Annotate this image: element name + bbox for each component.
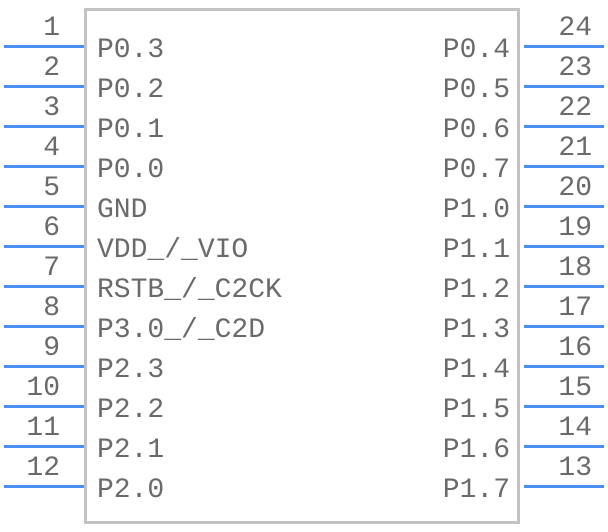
pin-label: P0.2: [97, 75, 165, 106]
pin-line-left-11: [4, 445, 84, 448]
pin-line-right-18: [524, 285, 604, 288]
pin-number: 10: [26, 373, 60, 404]
pin-number: 22: [558, 93, 592, 124]
pin-number: 7: [43, 253, 60, 284]
pin-line-left-6: [4, 245, 84, 248]
pin-label: P1.0: [442, 195, 510, 226]
pin-number: 17: [558, 293, 592, 324]
pin-label: P2.3: [97, 355, 165, 386]
pin-number: 6: [43, 213, 60, 244]
pin-line-right-14: [524, 445, 604, 448]
pin-label: P1.5: [442, 395, 510, 426]
pin-line-left-5: [4, 205, 84, 208]
pin-line-right-24: [524, 45, 604, 48]
pin-label: P1.3: [442, 315, 510, 346]
pin-label: P0.4: [442, 35, 510, 66]
pin-label: P0.0: [97, 155, 165, 186]
pin-label: GND: [97, 195, 148, 226]
pin-number: 5: [43, 173, 60, 204]
pin-label: P3.0_/_C2D: [97, 315, 266, 346]
pin-number: 23: [558, 53, 592, 84]
pin-label: RSTB_/_C2CK: [97, 275, 282, 306]
pin-label: P0.6: [442, 115, 510, 146]
pin-line-right-19: [524, 245, 604, 248]
pin-line-left-2: [4, 85, 84, 88]
pin-label: VDD_/_VIO: [97, 235, 249, 266]
pin-label: P0.5: [442, 75, 510, 106]
pin-label: P1.7: [442, 475, 510, 506]
pin-number: 2: [43, 53, 60, 84]
pin-number: 24: [558, 13, 592, 44]
pin-number: 16: [558, 333, 592, 364]
pin-label: P2.0: [97, 475, 165, 506]
pin-number: 1: [43, 13, 60, 44]
pin-line-right-15: [524, 405, 604, 408]
pin-label: P0.7: [442, 155, 510, 186]
pin-number: 20: [558, 173, 592, 204]
ic-body: [84, 8, 520, 524]
pin-label: P1.4: [442, 355, 510, 386]
pin-number: 21: [558, 133, 592, 164]
pin-label: P1.6: [442, 435, 510, 466]
pin-line-left-9: [4, 365, 84, 368]
pin-line-right-13: [524, 485, 604, 488]
pin-line-left-7: [4, 285, 84, 288]
pin-line-right-21: [524, 165, 604, 168]
pin-number: 9: [43, 333, 60, 364]
pin-number: 12: [26, 453, 60, 484]
pin-label: P2.1: [97, 435, 165, 466]
pin-label: P1.2: [442, 275, 510, 306]
pin-line-right-17: [524, 325, 604, 328]
pin-line-left-10: [4, 405, 84, 408]
pin-line-left-12: [4, 485, 84, 488]
pin-line-right-23: [524, 85, 604, 88]
pin-number: 4: [43, 133, 60, 164]
pin-number: 11: [26, 413, 60, 444]
pin-line-left-1: [4, 45, 84, 48]
pin-line-right-16: [524, 365, 604, 368]
pin-label: P2.2: [97, 395, 165, 426]
pin-number: 14: [558, 413, 592, 444]
pin-line-right-22: [524, 125, 604, 128]
pin-number: 13: [558, 453, 592, 484]
pin-number: 15: [558, 373, 592, 404]
pin-number: 19: [558, 213, 592, 244]
pin-line-right-20: [524, 205, 604, 208]
pin-number: 8: [43, 293, 60, 324]
pin-line-left-4: [4, 165, 84, 168]
pin-line-left-8: [4, 325, 84, 328]
pin-number: 18: [558, 253, 592, 284]
pin-number: 3: [43, 93, 60, 124]
pin-label: P0.3: [97, 35, 165, 66]
pin-label: P0.1: [97, 115, 165, 146]
pin-label: P1.1: [442, 235, 510, 266]
pin-line-left-3: [4, 125, 84, 128]
